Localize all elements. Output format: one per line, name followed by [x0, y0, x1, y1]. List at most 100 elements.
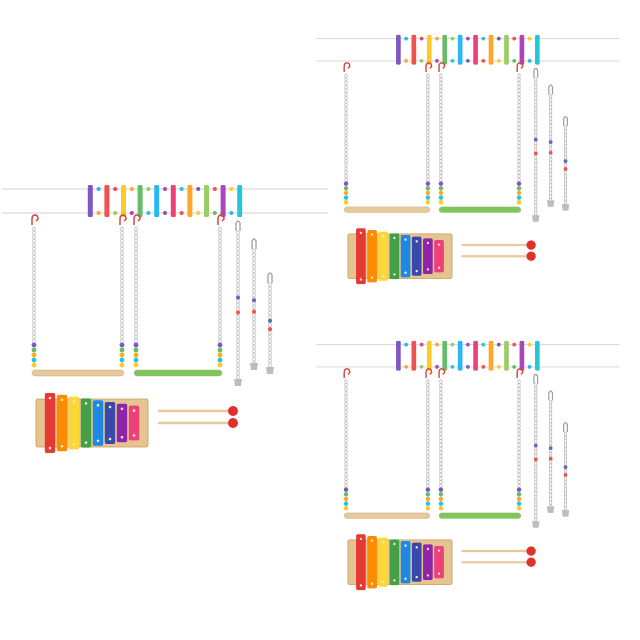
chain: [549, 400, 553, 509]
bead: [31, 347, 37, 353]
xylophone-bar: [80, 398, 92, 448]
ladder-bead: [450, 36, 455, 41]
chain: [534, 77, 538, 216]
bead: [425, 186, 431, 191]
bead: [133, 347, 139, 353]
swing: [343, 368, 433, 519]
xylophone-bar: [56, 394, 68, 452]
nail-icon: [359, 537, 363, 541]
hook-icon: [119, 214, 127, 225]
xylophone-bar: [434, 546, 444, 579]
bead: [533, 137, 538, 142]
bead: [516, 506, 522, 511]
nail-icon: [393, 579, 396, 582]
mallets: [461, 240, 536, 261]
swing-perch: [438, 512, 522, 519]
bead: [343, 487, 349, 492]
hook-icon: [516, 368, 524, 379]
bead: [533, 151, 538, 156]
ladder-rung: [473, 340, 478, 371]
hanging-chain-toy: [234, 220, 242, 386]
bead: [563, 159, 568, 164]
bead: [133, 352, 139, 358]
ladder-rung: [488, 340, 494, 371]
ladder-bead: [481, 59, 486, 63]
nail-icon: [132, 434, 136, 437]
ladder-bead: [163, 211, 167, 215]
ladder-bead: [435, 365, 439, 369]
ladder-rung: [535, 340, 540, 371]
ladder-bead: [419, 36, 424, 41]
ladder-bead: [419, 59, 424, 63]
set-bottom-right: [316, 340, 620, 591]
nail-icon: [404, 577, 407, 580]
ladder-rung: [519, 340, 525, 371]
nail-icon: [370, 539, 374, 542]
chain: [344, 379, 348, 489]
mallets: [158, 406, 238, 428]
hook-icon: [438, 368, 446, 379]
clip-icon: [235, 220, 241, 231]
bead: [217, 357, 223, 363]
hanging-chain-toy: [266, 272, 274, 374]
chain: [439, 73, 443, 183]
nail-icon: [84, 441, 88, 444]
nail-icon: [72, 400, 76, 403]
bead: [31, 352, 37, 358]
xylophone-bar: [128, 405, 140, 441]
bead: [217, 347, 223, 353]
bead: [268, 327, 272, 332]
ladder-bead: [496, 36, 501, 41]
ladder-rung: [426, 34, 432, 65]
ladder-bead: [196, 211, 201, 215]
ladder-rung: [154, 185, 160, 217]
chain: [517, 379, 521, 489]
chain: [134, 226, 138, 344]
bead: [548, 446, 553, 450]
hook-icon: [217, 214, 225, 225]
mallet-head: [228, 406, 238, 416]
ladder-bead: [404, 342, 408, 347]
ladder-bead: [512, 342, 517, 347]
chain: [426, 73, 430, 183]
mallet-head: [526, 251, 536, 261]
nail-icon: [382, 274, 385, 278]
ladder-bead: [496, 342, 501, 347]
nail-icon: [426, 241, 430, 245]
nail-icon: [404, 238, 407, 241]
hanging-chain-toy: [250, 238, 258, 370]
mallet-stick: [461, 561, 529, 564]
nail-icon: [393, 542, 396, 546]
bead: [563, 167, 568, 171]
bead: [343, 501, 349, 506]
ladder-bead: [229, 211, 234, 215]
bell-icon: [532, 215, 540, 222]
ladder-rung: [457, 34, 463, 65]
ladder-bead: [113, 211, 118, 215]
bell-icon: [532, 521, 540, 528]
bead: [425, 506, 431, 511]
ladder-bead: [496, 59, 501, 63]
ladder-bead: [466, 59, 470, 63]
xylophone-bar: [411, 236, 422, 276]
clip-icon: [563, 116, 568, 127]
nail-icon: [382, 541, 385, 544]
hanging-chain-toy: [546, 84, 555, 207]
ladder-bead: [496, 365, 501, 369]
nail-icon: [48, 396, 52, 400]
ladder-bead: [481, 365, 486, 369]
ladder-rung: [220, 185, 226, 217]
ladder-bead: [512, 365, 517, 369]
nail-icon: [426, 268, 430, 271]
bead: [438, 200, 444, 205]
bead: [343, 186, 349, 191]
nail-icon: [370, 582, 374, 585]
bell-icon: [546, 506, 555, 513]
hook-icon: [343, 368, 351, 379]
rainbow-ladder: [316, 34, 620, 65]
clip-icon: [251, 238, 257, 249]
bead: [133, 357, 139, 363]
mallet-head: [526, 240, 536, 250]
ladder-rung: [426, 340, 432, 371]
